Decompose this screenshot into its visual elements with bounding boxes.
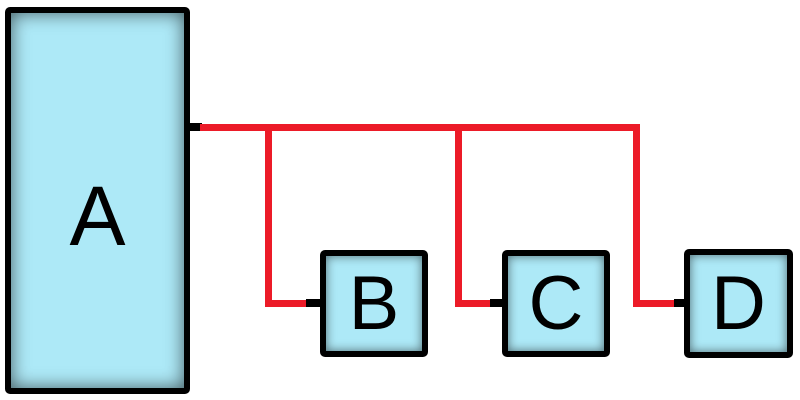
node-b[interactable]: B — [320, 250, 428, 357]
node-b-label: B — [348, 260, 400, 346]
node-a-label: A — [69, 168, 126, 263]
node-a[interactable]: A — [5, 7, 190, 394]
edge-a-d-target-stub — [674, 299, 685, 307]
edge-a-c-horizontal — [455, 300, 493, 307]
edge-a-b-vertical — [265, 124, 272, 307]
edge-a-c-target-stub — [490, 299, 503, 307]
edge-source-stub — [186, 123, 202, 131]
node-c-label: C — [528, 260, 584, 346]
node-d-label: D — [711, 260, 766, 346]
edge-a-b-target-stub — [306, 299, 321, 307]
edge-trunk-horizontal — [200, 124, 640, 131]
edge-a-d-vertical — [633, 124, 640, 307]
edge-a-c-vertical — [455, 124, 462, 307]
edge-a-d-horizontal — [633, 300, 676, 307]
node-c[interactable]: C — [502, 250, 610, 357]
edge-a-b-horizontal — [265, 300, 308, 307]
node-d[interactable]: D — [684, 249, 793, 358]
